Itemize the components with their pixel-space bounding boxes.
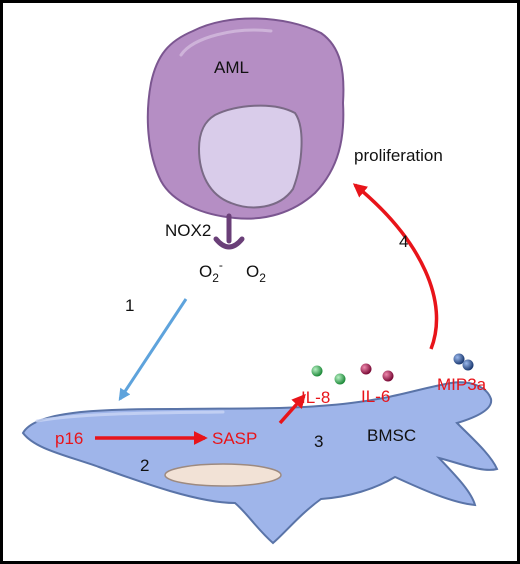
nox2-label: NOX2 <box>165 221 211 240</box>
aml-membrane-highlight <box>179 28 273 57</box>
superoxide-superscript: - <box>219 258 223 272</box>
proliferation-label: proliferation <box>354 146 443 165</box>
superoxide-label: O2- <box>199 258 223 285</box>
bmsc-label: BMSC <box>367 426 416 445</box>
sasp-label: SASP <box>212 429 257 448</box>
bmsc-cell: BMSC <box>21 381 499 545</box>
step-1-label: 1 <box>125 296 134 315</box>
mip3a-sphere <box>453 353 465 365</box>
bmsc-nucleus <box>164 463 282 487</box>
il8-label: IL-8 <box>301 388 330 407</box>
bmsc-membrane-highlight <box>35 410 225 423</box>
step-3-label: 3 <box>314 432 323 451</box>
nox2-cup <box>213 236 245 250</box>
arrow-4 <box>352 183 439 350</box>
mip3a-sphere <box>462 359 474 371</box>
aml-cell: AML NOX2 <box>146 17 345 250</box>
il8-sphere <box>334 373 346 385</box>
cytokine-mip3a: MIP3a <box>437 353 487 394</box>
mip3a-label: MIP3a <box>437 375 487 394</box>
arrow-3 <box>278 393 306 425</box>
oxygen-label: O2 <box>246 262 266 285</box>
nox2-receptor <box>213 213 245 250</box>
superoxide-subscript: 2 <box>212 271 219 285</box>
aml-nucleus <box>197 104 303 209</box>
il6-sphere <box>382 370 394 382</box>
oxygen-subscript: 2 <box>259 271 266 285</box>
il8-sphere <box>311 365 323 377</box>
aml-label: AML <box>214 58 249 77</box>
oxygen-base: O <box>246 262 259 281</box>
cytokine-il8: IL-8 <box>301 365 346 407</box>
p16-label: p16 <box>55 429 83 448</box>
diagram-svg: AML NOX2 O2- O2 1 BMSC p16 2 SASP 3 IL-8… <box>21 17 499 545</box>
step-4-label: 4 <box>399 232 408 251</box>
superoxide-base: O <box>199 262 212 281</box>
cytokine-il6: IL-6 <box>360 363 394 406</box>
il6-label: IL-6 <box>361 387 390 406</box>
il6-sphere <box>360 363 372 375</box>
step-2-label: 2 <box>140 456 149 475</box>
bmsc-membrane <box>21 381 499 545</box>
arrow-1 <box>118 298 188 402</box>
